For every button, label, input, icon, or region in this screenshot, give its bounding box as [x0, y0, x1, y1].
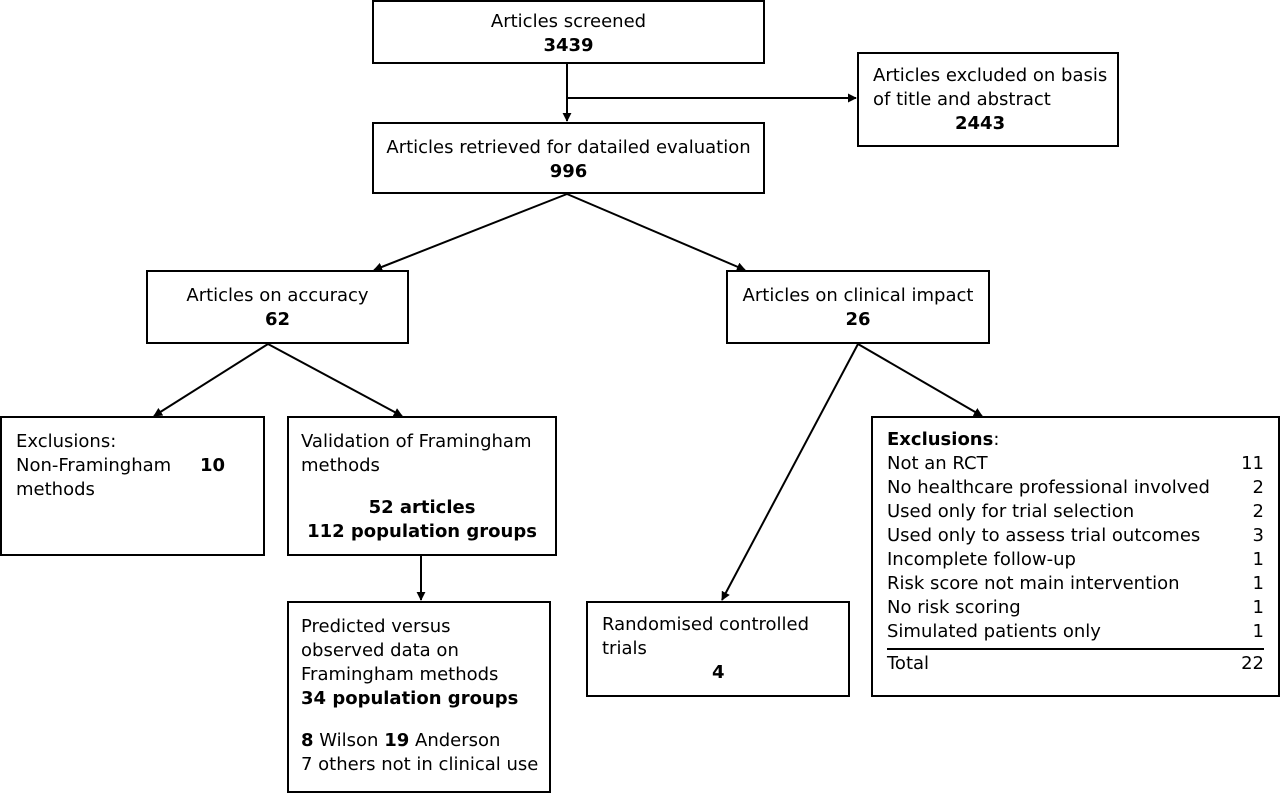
- exclusion-reason-label: Used only for trial selection: [887, 501, 1135, 522]
- arrow-accuracy-to-exclusions: [153, 343, 269, 417]
- screened-label: Articles screened: [490, 11, 647, 32]
- total-label: Total: [887, 653, 930, 674]
- clinical-count: 26: [845, 309, 871, 330]
- exclusion-reason-row: Simulated patients only 1: [887, 620, 1278, 644]
- predicted-groups: 34 population groups: [301, 688, 519, 709]
- exclusions-left-line1: Exclusions:: [16, 431, 117, 452]
- validation-line1: Validation of Framingham: [301, 431, 532, 452]
- exclusion-reason-row: Used only to assess trial outcomes 3: [887, 524, 1278, 548]
- box-articles-accuracy: Articles on accuracy 62: [146, 270, 409, 344]
- predicted-others: 7 others not in clinical use: [301, 754, 539, 775]
- arrow-accuracy-to-validation: [267, 343, 403, 417]
- predicted-line1: Predicted versus: [301, 616, 451, 637]
- excluded-label-line1: Articles excluded on basis: [873, 65, 1108, 86]
- exclusions-left-line3: methods: [16, 479, 95, 500]
- screened-count: 3439: [543, 35, 594, 56]
- exclusion-reason-count: 2: [1252, 501, 1264, 522]
- exclusion-reason-count: 1: [1252, 597, 1264, 618]
- box-randomised-controlled-trials: Randomised controlled trials 4: [586, 601, 850, 697]
- total-divider: [887, 648, 1264, 650]
- box-articles-screened: Articles screened 3439: [372, 0, 765, 64]
- exclusion-reason-label: Used only to assess trial outcomes: [887, 525, 1201, 546]
- exclusion-reason-label: Incomplete follow-up: [887, 549, 1076, 570]
- arrow-retrieved-to-accuracy: [373, 193, 568, 272]
- predicted-line2: observed data on: [301, 640, 459, 661]
- validation-line2: methods: [301, 455, 380, 476]
- accuracy-count: 62: [264, 309, 291, 330]
- retrieved-label: Articles retrieved for datailed evaluati…: [386, 137, 751, 158]
- retrieved-count: 996: [549, 161, 588, 182]
- box-validation-framingham: Validation of Framingham methods 52 arti…: [287, 416, 557, 556]
- exclusion-reason-row: Not an RCT 11: [887, 452, 1278, 476]
- excluded-count: 2443: [955, 113, 1006, 134]
- exclusion-reason-row: Risk score not main intervention 1: [887, 572, 1278, 596]
- box-articles-retrieved: Articles retrieved for datailed evaluati…: [372, 122, 765, 194]
- anderson-label: Anderson: [415, 730, 501, 751]
- exclusion-reason-label: Risk score not main intervention: [887, 573, 1180, 594]
- exclusion-total-row: Total 22: [887, 652, 1278, 676]
- exclusions-left-count: 10: [200, 455, 226, 476]
- predicted-models-line: 8 Wilson 19 Anderson: [301, 729, 549, 753]
- exclusion-reason-row: No healthcare professional involved 2: [887, 476, 1278, 500]
- exclusion-reason-label: No healthcare professional involved: [887, 477, 1210, 498]
- rct-line2: trials: [602, 638, 647, 659]
- exclusion-reason-count: 2: [1252, 477, 1264, 498]
- exclusion-reason-label: Simulated patients only: [887, 621, 1101, 642]
- exclusion-reason-count: 11: [1241, 453, 1264, 474]
- total-count: 22: [1241, 653, 1264, 674]
- exclusions-left-line2: Non-Framingham: [16, 455, 172, 476]
- exclusion-reason-row: No risk scoring 1: [887, 596, 1278, 620]
- clinical-label: Articles on clinical impact: [742, 285, 974, 306]
- exclusion-reason-count: 1: [1252, 573, 1264, 594]
- arrow-clinical-to-exclusions: [857, 343, 983, 417]
- rct-count: 4: [712, 662, 725, 683]
- exclusion-reason-label: No risk scoring: [887, 597, 1021, 618]
- exclusion-reason-row: Used only for trial selection 2: [887, 500, 1278, 524]
- anderson-count: 19: [384, 730, 410, 751]
- exclusion-reason-row: Incomplete follow-up 1: [887, 548, 1278, 572]
- exclusion-reason-count: 3: [1252, 525, 1264, 546]
- excluded-label-line2: of title and abstract: [873, 89, 1051, 110]
- box-predicted-vs-observed: Predicted versus observed data on Framin…: [287, 601, 551, 793]
- exclusions-right-heading: Exclusions:: [887, 428, 1278, 452]
- wilson-count: 8: [301, 730, 314, 751]
- exclusion-reason-count: 1: [1252, 549, 1264, 570]
- predicted-line3: Framingham methods: [301, 664, 499, 685]
- exclusions-right-title-suffix: :: [993, 429, 1000, 450]
- arrow-clinical-to-rct: [721, 343, 859, 601]
- wilson-label: Wilson: [319, 730, 379, 751]
- box-excluded-title-abstract: Articles excluded on basis of title and …: [857, 52, 1119, 147]
- box-articles-clinical-impact: Articles on clinical impact 26: [726, 270, 990, 344]
- validation-articles: 52 articles: [368, 497, 476, 518]
- rct-line1: Randomised controlled: [602, 614, 810, 635]
- exclusion-reason-label: Not an RCT: [887, 453, 988, 474]
- validation-groups: 112 population groups: [307, 521, 537, 542]
- arrow-retrieved-to-clinical: [566, 193, 746, 271]
- accuracy-label: Articles on accuracy: [186, 285, 369, 306]
- exclusion-reason-count: 1: [1252, 621, 1264, 642]
- exclusions-right-title: Exclusions: [887, 429, 994, 450]
- box-exclusions-non-framingham: Exclusions: Non-Framingham methods 10: [0, 416, 265, 556]
